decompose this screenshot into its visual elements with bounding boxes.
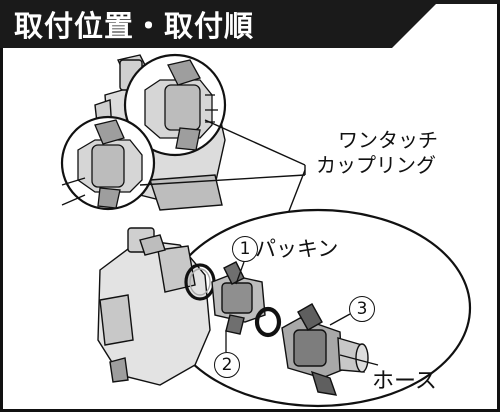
part3-leader-line	[329, 313, 351, 326]
hose-label: ホース	[372, 369, 437, 394]
coupling-part-2	[211, 261, 266, 335]
packing-label: パッキン	[255, 237, 339, 261]
upper-zoom-circle-right	[123, 53, 227, 157]
upper-zoom-circle-left	[60, 115, 156, 211]
step-number-3: 3	[349, 296, 375, 322]
hose-leader-line	[339, 354, 379, 366]
header-banner	[0, 0, 500, 48]
coupling-label-line1: ワンタッチ	[338, 128, 438, 152]
lower-pump-body	[97, 227, 211, 386]
step-number-1: 1	[232, 236, 258, 262]
coupling-label-line2: カップリング	[316, 153, 436, 177]
page-title: 取付位置・取付順	[14, 9, 255, 43]
packing-leader-line	[235, 261, 245, 285]
coupling-label: ワンタッチ カップリング	[316, 128, 438, 178]
step-number-2: 2	[214, 352, 240, 378]
packing-ring-2	[254, 306, 282, 338]
coupling-part-3	[281, 303, 369, 396]
